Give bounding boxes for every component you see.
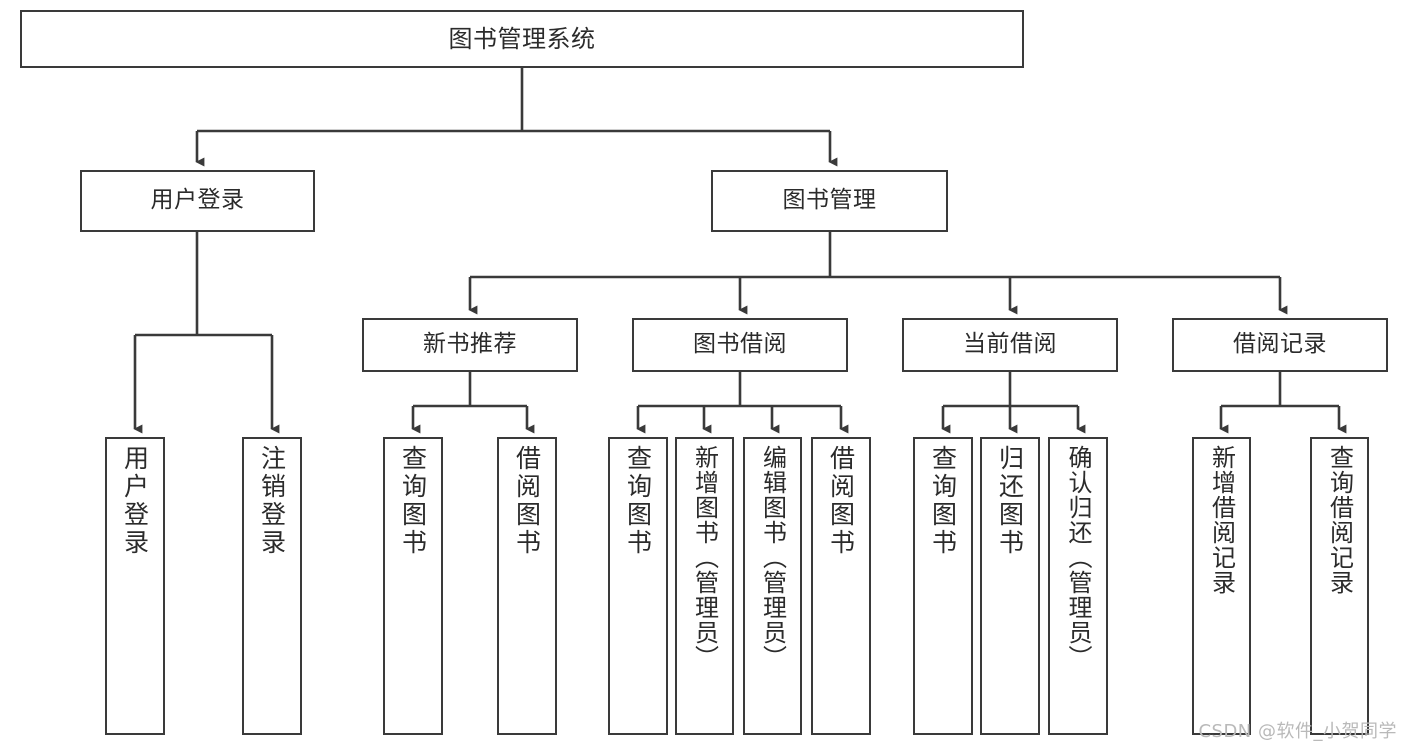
leaf-current-borrow-0[interactable]: 查询图书 bbox=[913, 437, 973, 735]
leaf-borrow-record-1[interactable]: 查询借阅记录 bbox=[1310, 437, 1369, 735]
leaf-label: 编辑图书（管理员） bbox=[758, 445, 787, 670]
leaf-book-borrow-2[interactable]: 编辑图书（管理员） bbox=[743, 437, 802, 735]
node-book-manage-label: 图书管理 bbox=[782, 187, 877, 214]
leaf-label: 注销登录 bbox=[257, 445, 287, 557]
node-new-book-recommend-label: 新书推荐 bbox=[423, 331, 517, 358]
node-book-borrow[interactable]: 图书借阅 bbox=[632, 318, 848, 372]
node-borrow-record[interactable]: 借阅记录 bbox=[1172, 318, 1388, 372]
leaf-label: 用户登录 bbox=[120, 445, 150, 557]
leaf-label: 借阅图书 bbox=[826, 445, 856, 557]
leaf-new-book-rec-1[interactable]: 借阅图书 bbox=[497, 437, 557, 735]
leaf-label: 新增图书（管理员） bbox=[690, 445, 719, 670]
leaf-label: 查询借阅记录 bbox=[1325, 445, 1354, 595]
leaf-label: 借阅图书 bbox=[512, 445, 542, 557]
node-new-book-recommend[interactable]: 新书推荐 bbox=[362, 318, 578, 372]
leaf-book-borrow-0[interactable]: 查询图书 bbox=[608, 437, 668, 735]
csdn-watermark: CSDN @软件_小贺同学 bbox=[1198, 721, 1397, 742]
node-book-manage[interactable]: 图书管理 bbox=[711, 170, 948, 232]
node-user-login[interactable]: 用户登录 bbox=[80, 170, 315, 232]
leaf-book-borrow-1[interactable]: 新增图书（管理员） bbox=[675, 437, 734, 735]
node-book-borrow-label: 图书借阅 bbox=[693, 331, 787, 358]
leaf-label: 查询图书 bbox=[398, 445, 428, 557]
node-root-label: 图书管理系统 bbox=[448, 24, 596, 53]
leaf-user-login-0[interactable]: 用户登录 bbox=[105, 437, 165, 735]
node-current-borrow-label: 当前借阅 bbox=[963, 331, 1057, 358]
leaf-book-borrow-3[interactable]: 借阅图书 bbox=[811, 437, 871, 735]
node-user-login-label: 用户登录 bbox=[150, 187, 245, 214]
node-current-borrow[interactable]: 当前借阅 bbox=[902, 318, 1118, 372]
leaf-new-book-rec-0[interactable]: 查询图书 bbox=[383, 437, 443, 735]
leaf-label: 查询图书 bbox=[928, 445, 958, 557]
leaf-label: 查询图书 bbox=[623, 445, 653, 557]
leaf-label: 新增借阅记录 bbox=[1207, 445, 1236, 595]
leaf-label: 确认归还（管理员） bbox=[1064, 445, 1092, 670]
leaf-label: 归还图书 bbox=[995, 445, 1025, 557]
node-borrow-record-label: 借阅记录 bbox=[1233, 331, 1327, 358]
leaf-user-login-1[interactable]: 注销登录 bbox=[242, 437, 302, 735]
leaf-current-borrow-2[interactable]: 确认归还（管理员） bbox=[1048, 437, 1108, 735]
node-root[interactable]: 图书管理系统 bbox=[20, 10, 1024, 68]
leaf-current-borrow-1[interactable]: 归还图书 bbox=[980, 437, 1040, 735]
leaf-borrow-record-0[interactable]: 新增借阅记录 bbox=[1192, 437, 1251, 735]
